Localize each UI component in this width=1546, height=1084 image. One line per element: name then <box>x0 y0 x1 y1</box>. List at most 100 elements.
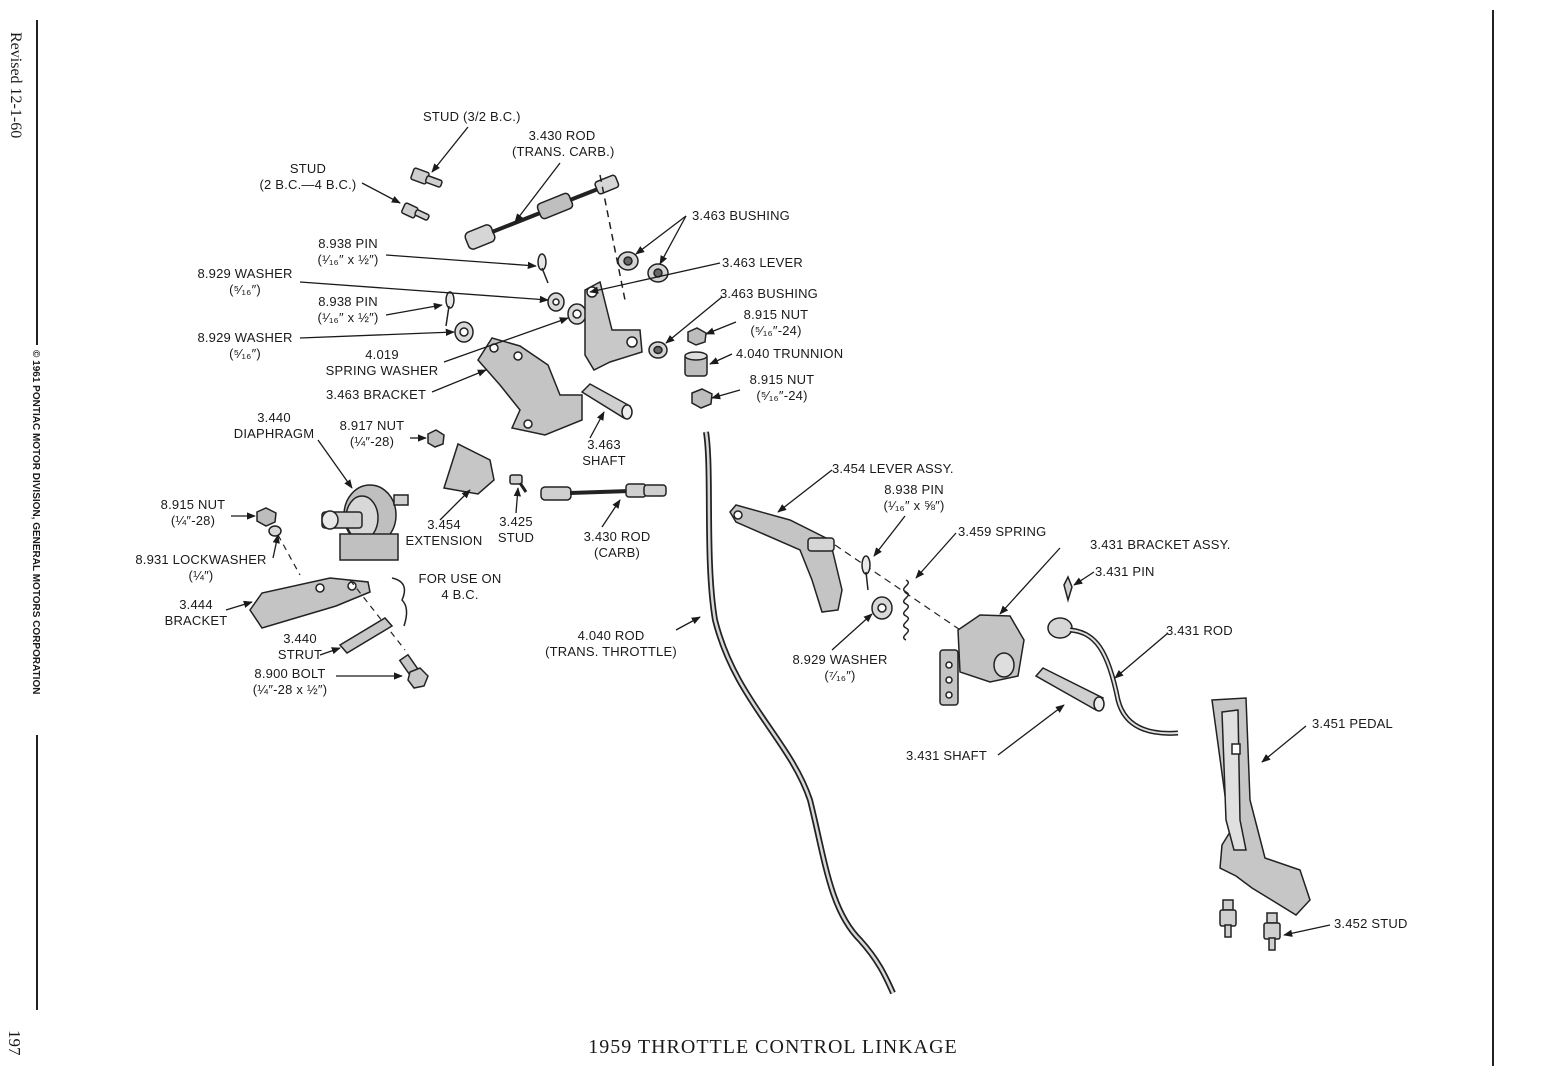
label-bolt: 8.900 BOLT (¼″-28 x ½″) <box>238 666 342 698</box>
label-washer-top: 8.929 WASHER (⁵⁄₁₆″) <box>190 266 300 298</box>
label-rod-trans-carb-part: 3.430 ROD <box>528 128 596 143</box>
nut-8917 <box>427 429 445 448</box>
label-trunnion: 4.040 TRUNNION <box>736 346 844 361</box>
label-washer-top-desc: (⁵⁄₁₆″) <box>229 282 261 297</box>
label-pin-lever-part: 8.938 PIN <box>884 482 944 497</box>
label-shaft-3463: 3.463 SHAFT <box>574 437 634 469</box>
diagram-title: 1959 THROTTLE CONTROL LINKAGE <box>588 1036 958 1058</box>
label-stud-3425-desc: STUD <box>497 530 535 545</box>
label-nut-upper: 8.915 NUT (⁵⁄₁₆″-24) <box>730 307 822 339</box>
label-washer-mid-part: 8.929 WASHER <box>197 330 293 345</box>
label-spring-washer-desc: SPRING WASHER <box>325 363 439 378</box>
label-nut-8917-desc: (¼″-28) <box>349 434 395 449</box>
label-diaphragm-desc: DIAPHRAGM <box>233 426 315 441</box>
diaphragm-3440 <box>321 484 409 561</box>
label-bushing-upper: 3.463 BUSHING <box>692 208 790 223</box>
label-bracket-3463: 3.463 BRACKET <box>326 387 427 402</box>
lockwasher <box>268 525 282 537</box>
stud-3452-left <box>1219 899 1237 938</box>
stud-small-top <box>410 167 443 188</box>
assembly-line-lever <box>834 544 976 641</box>
label-rod-trans-throttle: 4.040 ROD (TRANS. THROTTLE) <box>542 628 680 660</box>
rod-trans-throttle-highlight <box>704 431 895 994</box>
label-lockwasher-part: 8.931 LOCKWASHER <box>135 552 267 567</box>
washer-small-top <box>547 292 565 312</box>
label-spring-washer: 4.019 SPRING WASHER <box>320 347 444 379</box>
rod-3431 <box>1047 617 1179 736</box>
assembly-line-rod <box>599 174 626 301</box>
spring-3459 <box>903 579 909 641</box>
label-washer-mid-desc: (⁵⁄₁₆″) <box>229 346 261 361</box>
label-pin-lever-desc: (¹⁄₁₆″ x ⅝″) <box>883 498 945 513</box>
nut-bottom <box>691 388 713 409</box>
label-stud-2bc: STUD (2 B.C.—4 B.C.) <box>253 161 363 193</box>
label-nut-upper-desc: (⁵⁄₁₆″-24) <box>750 323 802 338</box>
label-bolt-part: 8.900 BOLT <box>254 666 326 681</box>
lever-assy-3454 <box>729 504 843 613</box>
bushing-pair <box>617 251 669 283</box>
label-nut-8917: 8.917 NUT (¼″-28) <box>330 418 414 450</box>
label-pin-top-part: 8.938 PIN <box>318 236 378 251</box>
label-extension-part: 3.454 <box>427 517 461 532</box>
label-nut-lower-part: 8.915 NUT <box>749 372 815 387</box>
label-stud-3425: 3.425 STUD <box>490 514 542 546</box>
pin-8938 <box>861 555 871 591</box>
label-bracket-3444: 3.444 BRACKET <box>162 597 230 629</box>
label-rod-3431: 3.431 ROD <box>1166 623 1233 638</box>
label-pedal: 3.451 PEDAL <box>1312 716 1393 731</box>
lever-3463 <box>584 280 643 371</box>
cotter-pin-top <box>537 253 549 284</box>
label-nut-8915-small-desc: (¼″-28) <box>170 513 216 528</box>
label-pin-mid-part: 8.938 PIN <box>318 294 378 309</box>
label-bracket-assy: 3.431 BRACKET ASSY. <box>1090 537 1231 552</box>
label-rod-trans-throttle-desc: (TRANS. THROTTLE) <box>545 644 677 659</box>
assembly-line-bracket <box>277 534 301 576</box>
label-lever: 3.463 LEVER <box>722 255 803 270</box>
label-nut-lower: 8.915 NUT (⁵⁄₁₆″-24) <box>736 372 828 404</box>
rod-carb <box>540 483 667 501</box>
label-washer-top-part: 8.929 WASHER <box>197 266 293 281</box>
label-for-use-on-line2: 4 B.C. <box>441 587 479 602</box>
cotter-pin-mid <box>445 291 455 327</box>
label-lever-assy: 3.454 LEVER ASSY. <box>832 461 954 476</box>
label-for-use-on-line1: FOR USE ON <box>418 571 502 586</box>
label-bushing-lower: 3.463 BUSHING <box>720 286 818 301</box>
label-diaphragm-part: 3.440 <box>257 410 291 425</box>
label-pin-mid-desc: (¹⁄₁₆″ x ½″) <box>317 310 379 325</box>
label-stud-2bc-part: STUD <box>289 161 327 176</box>
label-nut-upper-part: 8.915 NUT <box>743 307 809 322</box>
label-extension-desc: EXTENSION <box>405 533 483 548</box>
trunnion <box>684 351 708 377</box>
label-extension: 3.454 EXTENSION <box>400 517 488 549</box>
label-pin-top: 8.938 PIN (¹⁄₁₆″ x ½″) <box>306 236 390 268</box>
label-lockwasher-desc: (¼″) <box>188 568 214 583</box>
label-pin-3431: 3.431 PIN <box>1095 564 1155 579</box>
label-spring: 3.459 SPRING <box>958 524 1047 539</box>
stud-2bc <box>401 202 430 221</box>
label-shaft-3463-part: 3.463 <box>587 437 621 452</box>
assembly-line-strut <box>349 579 406 651</box>
washer-small-mid <box>454 321 474 343</box>
label-bracket-3444-desc: BRACKET <box>164 613 228 628</box>
label-rod-carb-desc: (CARB) <box>594 545 640 560</box>
bolt-8900 <box>398 653 429 689</box>
bracket-assy-3431 <box>939 614 1025 706</box>
pin-3431 <box>1063 575 1073 603</box>
label-rod-trans-carb: 3.430 ROD (TRANS. CARB.) <box>512 128 614 160</box>
bushing-single <box>648 341 668 359</box>
label-bolt-desc: (¼″-28 x ½″) <box>252 682 328 697</box>
label-strut-part: 3.440 <box>283 631 317 646</box>
shaft-3463 <box>580 383 633 420</box>
label-spring-washer-part: 4.019 <box>365 347 399 362</box>
shaft-3431 <box>1034 667 1105 712</box>
copyright-notice: © 1961 PONTIAC MOTOR DIVISION, GENERAL M… <box>30 350 41 695</box>
nut-top <box>687 327 707 346</box>
label-rod-carb: 3.430 ROD (CARB) <box>570 529 664 561</box>
label-nut-8915-small-part: 8.915 NUT <box>160 497 226 512</box>
washer-8929 <box>871 596 893 620</box>
label-nut-8917-part: 8.917 NUT <box>339 418 405 433</box>
label-nut-lower-desc: (⁵⁄₁₆″-24) <box>756 388 808 403</box>
label-diaphragm: 3.440 DIAPHRAGM <box>226 410 322 442</box>
